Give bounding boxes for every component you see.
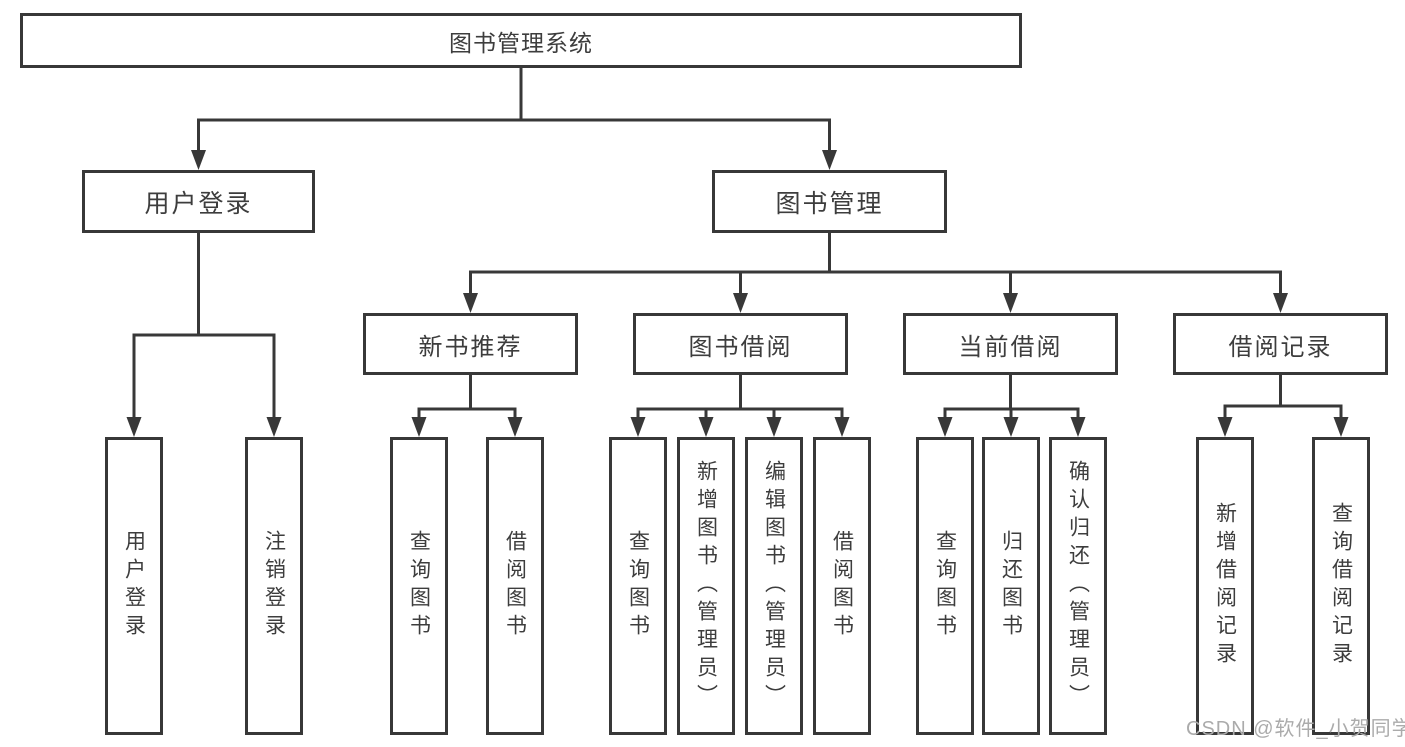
node-label: 图书管理 [775,189,884,218]
leaf-query-books-recommend: 查询图书 [390,437,448,735]
leaf-borrow-books-recommend: 借阅图书 [486,437,544,735]
node-label: 图书管理系统 [449,29,593,56]
node-book-management: 图书管理 [712,170,947,233]
node-label: 编辑图书（管理员） [762,460,786,712]
watermark: CSDN @软件_小贺同学 [1186,718,1405,740]
node-label: 图书借阅 [688,333,793,361]
node-label: 借阅图书 [830,530,854,642]
node-label: 新增借阅记录 [1213,502,1237,670]
node-library-management-system: 图书管理系统 [20,13,1022,68]
leaf-add-borrow-record: 新增借阅记录 [1196,437,1254,735]
node-label: 查询图书 [407,530,431,642]
leaf-confirm-return-admin: 确认归还（管理员） [1049,437,1107,735]
leaf-user-login: 用户登录 [105,437,163,735]
leaf-add-book-admin: 新增图书（管理员） [677,437,735,735]
node-label: 用户登录 [122,530,146,642]
node-new-book-recommend: 新书推荐 [363,313,578,375]
leaf-edit-book-admin: 编辑图书（管理员） [745,437,803,735]
node-borrowing-records: 借阅记录 [1173,313,1388,375]
node-label: 用户登录 [144,189,253,218]
node-label: 查询图书 [626,530,650,642]
leaf-borrow-books: 借阅图书 [813,437,871,735]
node-book-borrowing: 图书借阅 [633,313,848,375]
arrowheads [126,150,1349,437]
node-label: 归还图书 [999,530,1023,642]
node-label: 确认归还（管理员） [1066,460,1090,712]
leaf-query-borrow-record: 查询借阅记录 [1312,437,1370,735]
leaf-return-book: 归还图书 [982,437,1040,735]
node-label: 新书推荐 [418,333,523,361]
node-label: 借阅图书 [503,530,527,642]
node-label: 当前借阅 [958,333,1063,361]
node-label: 查询借阅记录 [1329,502,1353,670]
node-label: 新增图书（管理员） [694,460,718,712]
node-user-login: 用户登录 [82,170,315,233]
leaf-query-books-borrow: 查询图书 [609,437,667,735]
node-current-borrowing: 当前借阅 [903,313,1118,375]
leaf-query-books-current: 查询图书 [916,437,974,735]
leaf-logout: 注销登录 [245,437,303,735]
node-label: 注销登录 [262,530,286,642]
node-label: 借阅记录 [1228,333,1333,361]
node-label: 查询图书 [933,530,957,642]
